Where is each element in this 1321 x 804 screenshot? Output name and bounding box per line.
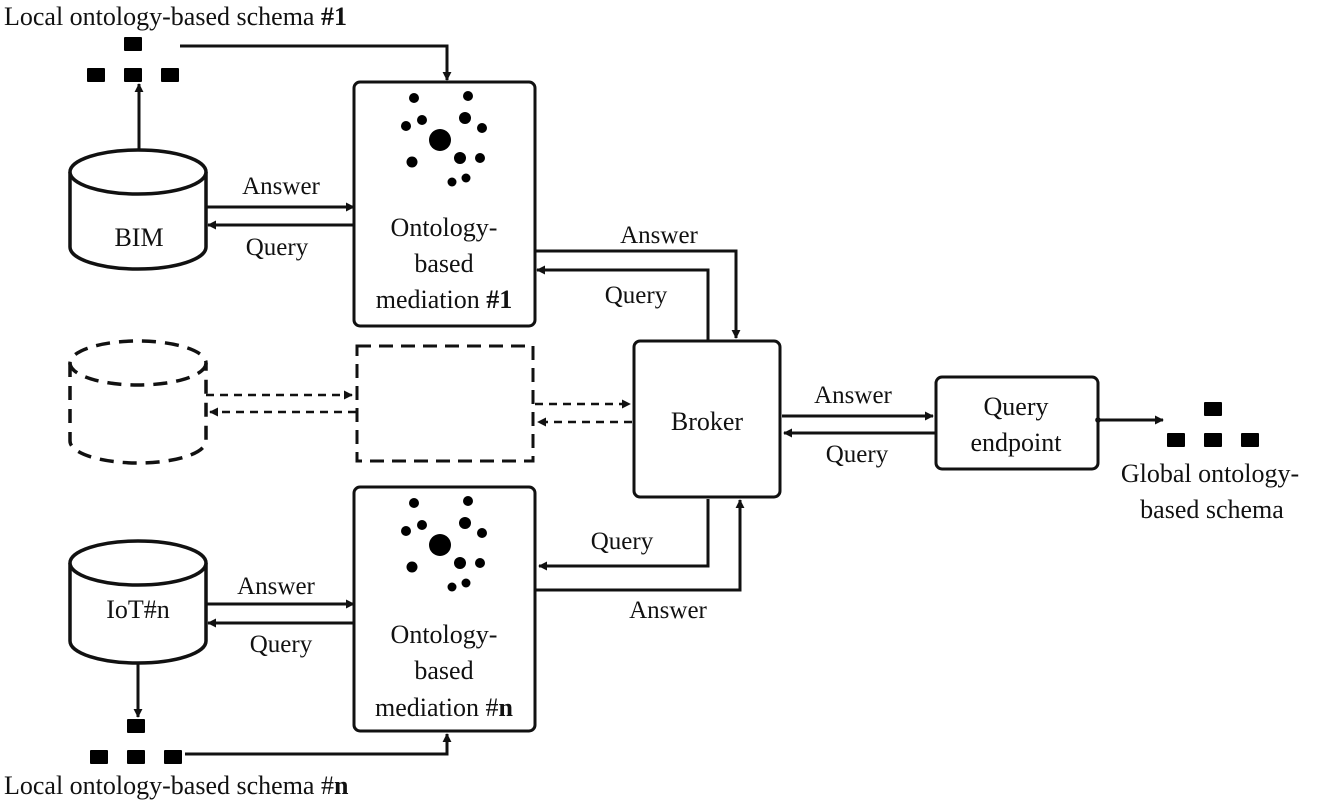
mediation-n-line-2: based xyxy=(414,656,473,685)
bim-database-icon xyxy=(68,148,208,271)
iot-answer-label: Answer xyxy=(237,573,315,600)
local-schema-1-hierarchy-icon xyxy=(87,37,179,82)
broker-answer-label: Answer xyxy=(814,382,892,409)
mediation-1-answer-label: Answer xyxy=(620,222,698,249)
placeholder-database-icon xyxy=(68,339,208,465)
mediation-n-answer-label: Answer xyxy=(629,597,707,624)
query-endpoint-line-1: Query xyxy=(984,392,1049,421)
mediation-n-line-1: Ontology- xyxy=(391,620,498,649)
mediation-1-line-2: based xyxy=(414,249,473,278)
global-schema-line-1: Global ontology- xyxy=(1121,459,1299,488)
iot-label: IoT#n xyxy=(106,595,170,624)
schema-1-to-mediation-1-arrow xyxy=(180,44,452,81)
bim-answer-label: Answer xyxy=(242,173,320,200)
iot-query-label: Query xyxy=(250,631,313,658)
local-schema-1-label: Local ontology-based schema #1 xyxy=(4,2,347,31)
bim-query-label: Query xyxy=(246,234,309,261)
mediation-1-query-label: Query xyxy=(605,282,668,309)
global-schema-hierarchy-icon xyxy=(1167,402,1259,447)
local-schema-n-label: Local ontology-based schema #n xyxy=(4,771,349,800)
mediation-n-query-arrow xyxy=(538,499,710,571)
mediation-1-box xyxy=(352,80,537,328)
mediation-1-line-1: Ontology- xyxy=(391,213,498,242)
bim-label: BIM xyxy=(114,223,163,252)
mediation-n-query-label: Query xyxy=(591,528,654,555)
broker-box xyxy=(632,339,782,499)
mediation-n-answer-arrow xyxy=(535,499,745,592)
mediation-1-query-arrow xyxy=(536,265,710,341)
global-schema-line-2: based schema xyxy=(1140,495,1284,524)
schema-n-to-mediation-n-arrow xyxy=(185,733,452,756)
broker-label: Broker xyxy=(671,407,744,436)
mediation-1-answer-arrow xyxy=(535,249,741,339)
local-schema-n-hierarchy-icon xyxy=(90,719,182,764)
broker-query-label: Query xyxy=(826,441,889,468)
placeholder-mediation-box xyxy=(355,344,535,463)
mediation-1-line-3: mediation #1 xyxy=(376,285,512,314)
mediation-n-line-3: mediation #n xyxy=(375,693,513,722)
mediation-n-box xyxy=(352,485,537,733)
query-endpoint-line-2: endpoint xyxy=(971,428,1063,457)
